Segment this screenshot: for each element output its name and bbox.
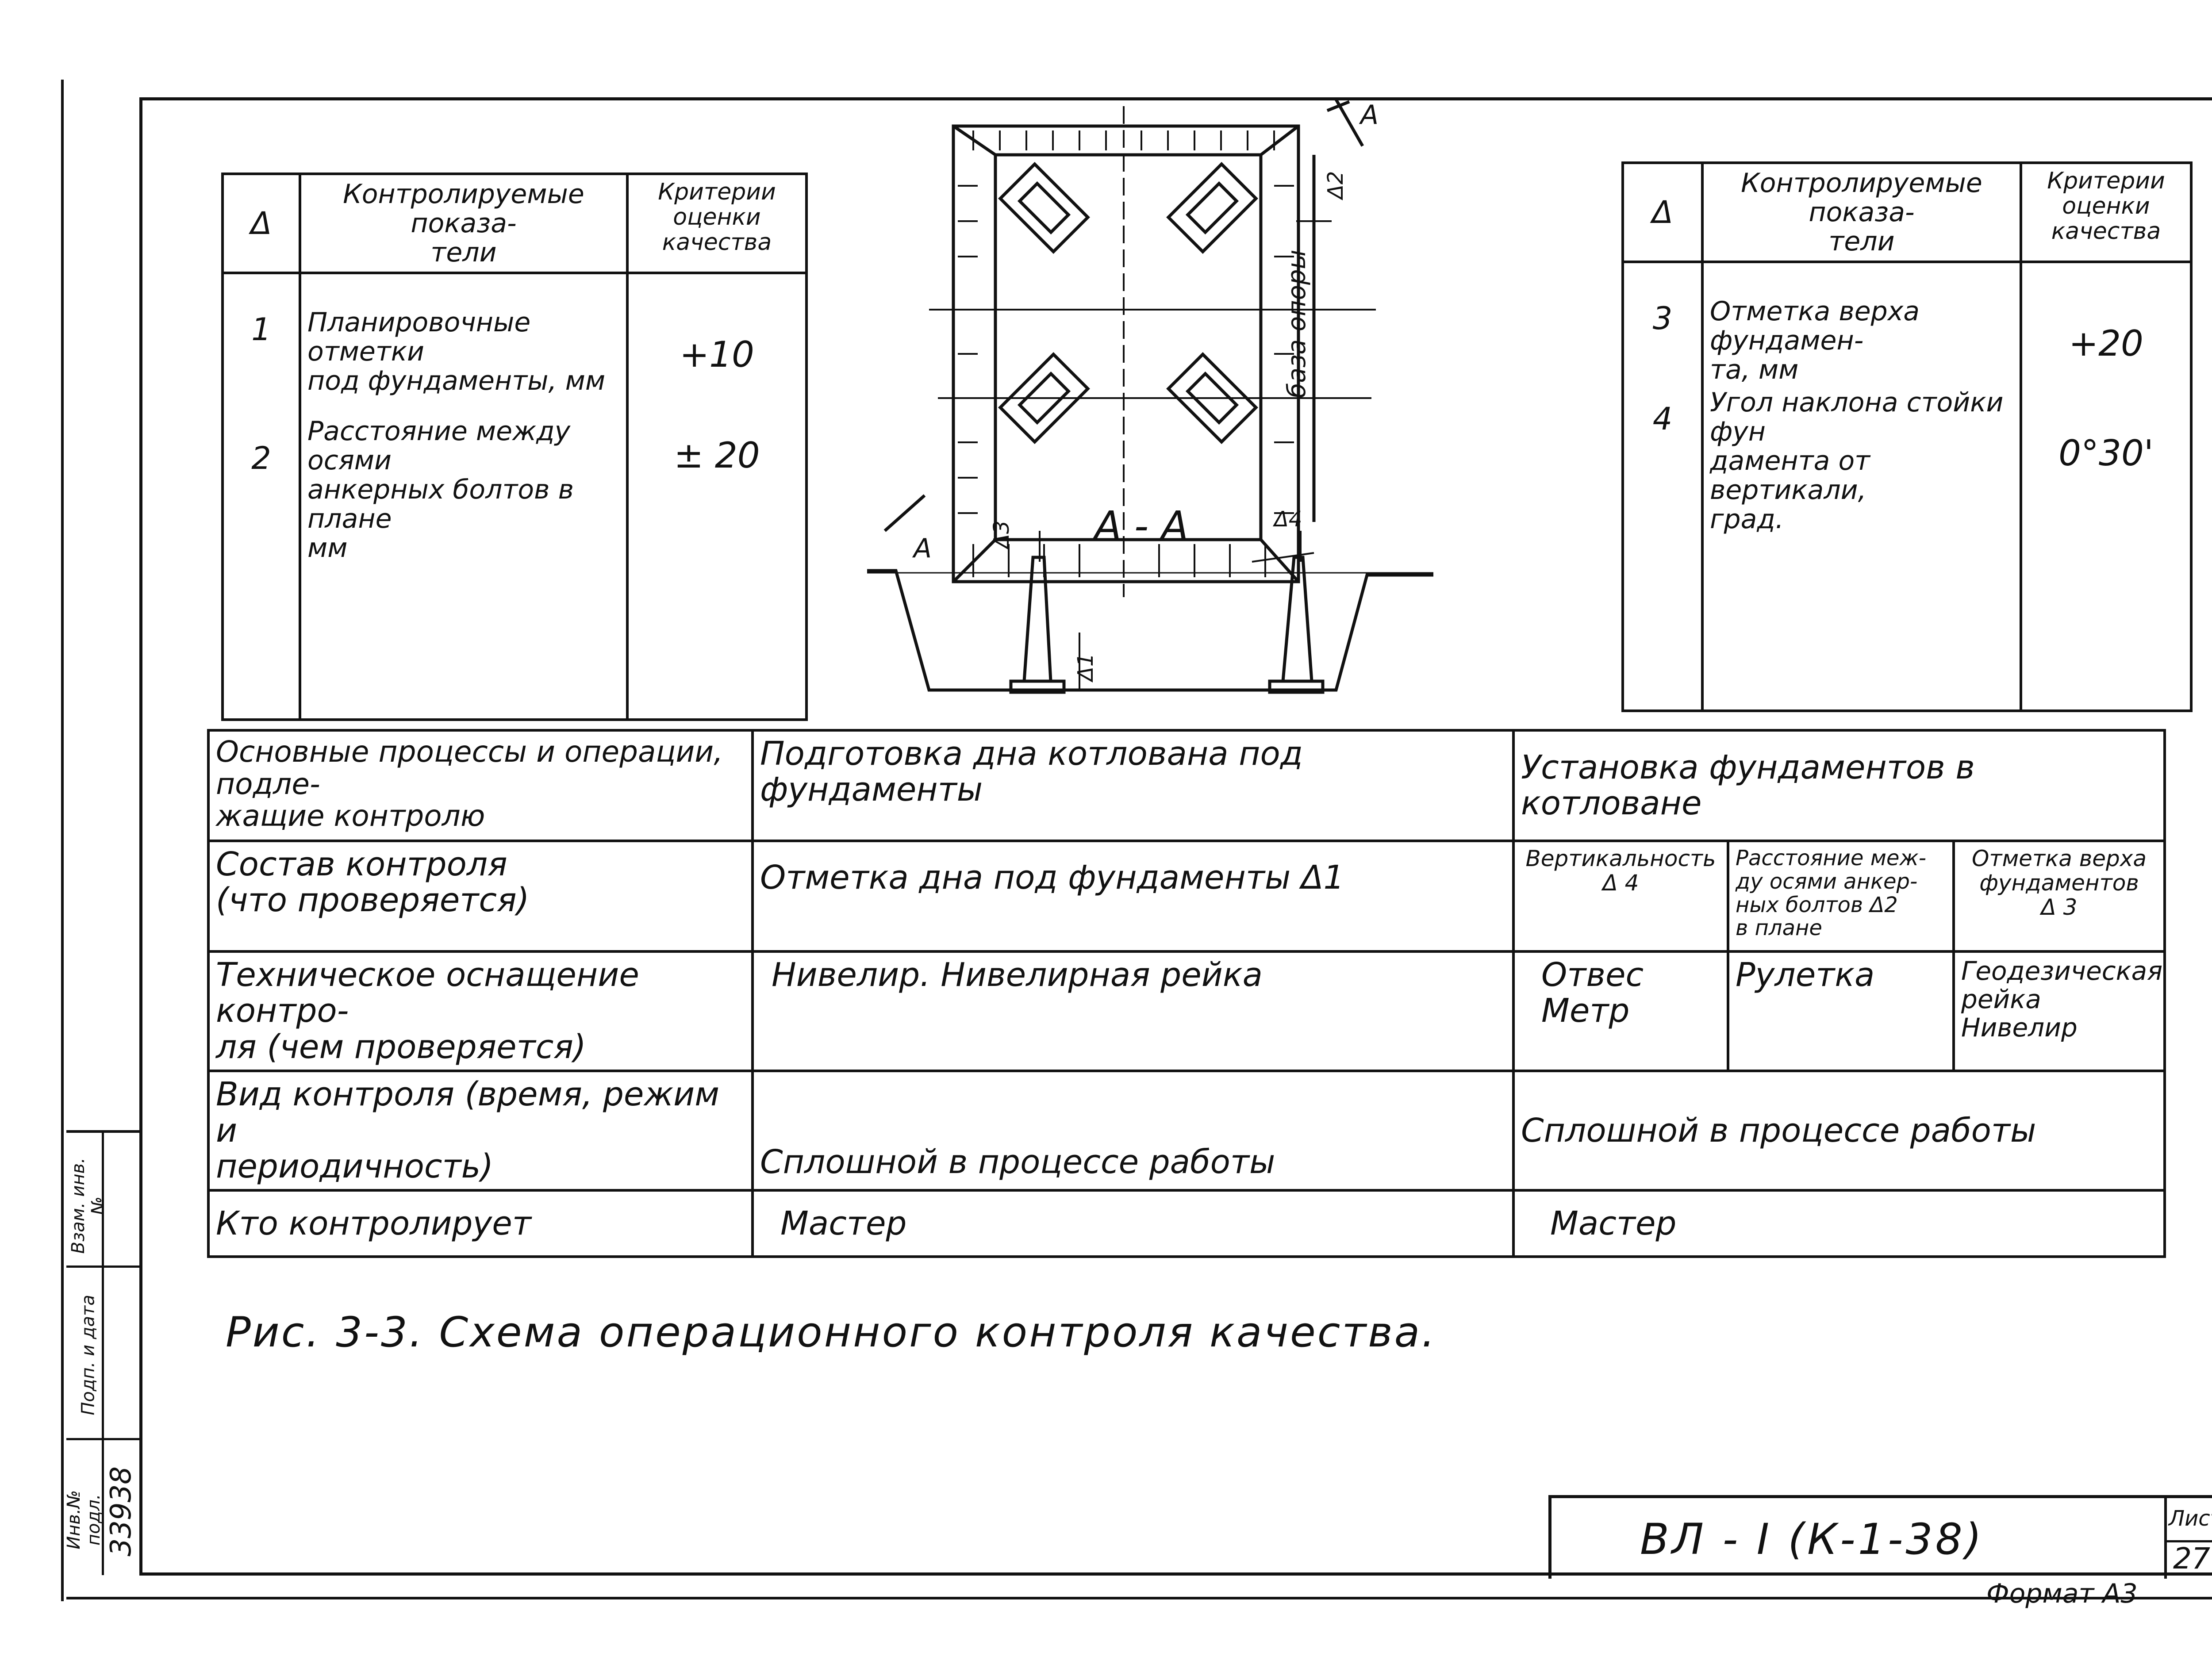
row-id: 4 (1652, 401, 1673, 437)
row-value: 0°30' (2058, 433, 2154, 474)
format-label: Формат А3 (1986, 1578, 2138, 1609)
row-label: Вид контроля (время, режим и периодичнос… (207, 1070, 754, 1192)
row-value: ± 20 (674, 435, 760, 476)
prep-cell: Мастер (751, 1189, 1515, 1258)
install-cell: Мастер (1512, 1189, 2166, 1258)
row-label: Техническое оснащение контро- ля (чем пр… (207, 950, 754, 1073)
row-value: +10 (680, 334, 754, 375)
figure-caption: Рис. 3-3. Схема операционного контроля к… (226, 1308, 1437, 1357)
sheet-number: 27 (2173, 1542, 2210, 1576)
sub-cell-tape: Рулетка (1727, 950, 1955, 1073)
document-code: ВЛ - I (К-1-38) (1640, 1515, 1985, 1564)
frame-top-line (139, 97, 2212, 100)
sign-label: Подп. и дата (78, 1295, 99, 1415)
delta-3-label: Δ3 (989, 521, 1014, 550)
cut-letter-bottom: А (912, 533, 932, 564)
base-label: база опоры (1283, 249, 1311, 398)
left-criteria-table: Δ Контролируемые показа- тели Критерии о… (221, 173, 808, 721)
inv-label: Инв.№ подл. (64, 1490, 104, 1549)
operational-control-table: Основные процессы и операции, подле- жащ… (207, 729, 2166, 1258)
sub-cell-verticality: Вертикальность Δ 4 (1512, 840, 1729, 953)
row-id: 3 (1652, 300, 1673, 337)
outer-bottom-line (66, 1597, 2212, 1599)
prep-cell: Подготовка дна котлована под фундаменты (751, 729, 1515, 842)
frame-bottom-line (139, 1572, 2212, 1576)
row-label: Основные процессы и операции, подле- жащ… (207, 729, 754, 842)
sub-cell-axis-distance: Расстояние меж- ду осями анкер- ных болт… (1727, 840, 1955, 953)
cut-letter-top: А (1359, 100, 1379, 130)
header-delta: Δ (221, 173, 301, 274)
row-text: Планировочные отметки под фундаменты, мм (307, 307, 606, 396)
row-id: 1 (251, 311, 271, 348)
side-stamp: Взам. инв. № Подп. и дата Инв.№ подл. 33… (64, 1130, 139, 1575)
sub-cell-plumb: Отвес Метр (1512, 950, 1729, 1073)
header-delta: Δ (1621, 161, 1704, 263)
frame-left-line (139, 97, 142, 1575)
delta-1-label: Δ1 (1073, 653, 1098, 683)
sub-cell-geodetic: Геодезическая рейка Нивелир (1952, 950, 2166, 1073)
outer-left-line (61, 80, 64, 1601)
inv-number: 33938 (105, 1466, 138, 1557)
right-criteria-table: Δ Контролируемые показа- тели Критерии о… (1621, 161, 2193, 712)
prep-cell: Нивелир. Нивелирная рейка (751, 950, 1515, 1073)
delta-2-label: Δ2 (1323, 171, 1348, 201)
prep-cell: Отметка дна под фундаменты Δ1 (751, 840, 1515, 953)
delta-4-label: Δ4 (1272, 507, 1302, 532)
title-stamp: ВЛ - I (К-1-38) Лист 27 (1548, 1495, 2212, 1579)
foundation-drawing: А - А А А база опоры Δ1 Δ2 Δ3 Δ4 (867, 99, 1433, 694)
header-criteria: Критерии оценки качества (2020, 161, 2193, 263)
sheet-label: Лист (2169, 1506, 2212, 1531)
row-value: +20 (2069, 323, 2143, 364)
header-indicators: Контролируемые показа- тели (299, 173, 629, 274)
row-text: Угол наклона стойки фун дамента от верти… (1710, 387, 2004, 535)
row-id: 2 (251, 440, 271, 476)
row-text: Отметка верха фундамен- та, мм (1710, 296, 1920, 385)
prep-cell: Сплошной в процессе работы (751, 1070, 1515, 1192)
row-label: Состав контроля (что проверяется) (207, 840, 754, 953)
sub-cell-top-level: Отметка верха фундаментов Δ 3 (1952, 840, 2166, 953)
replace-label: Взам. инв. № (68, 1158, 108, 1254)
section-label: А - А (1092, 503, 1189, 549)
install-cell: Установка фундаментов в котловане (1512, 729, 2166, 842)
row-text: Расстояние между осями анкерных болтов в… (307, 416, 574, 564)
header-criteria: Критерии оценки качества (626, 173, 808, 274)
header-indicators: Контролируемые показа- тели (1701, 161, 2022, 263)
row-label: Кто контролирует (207, 1189, 754, 1258)
install-cell: Сплошной в процессе работы (1512, 1070, 2166, 1192)
